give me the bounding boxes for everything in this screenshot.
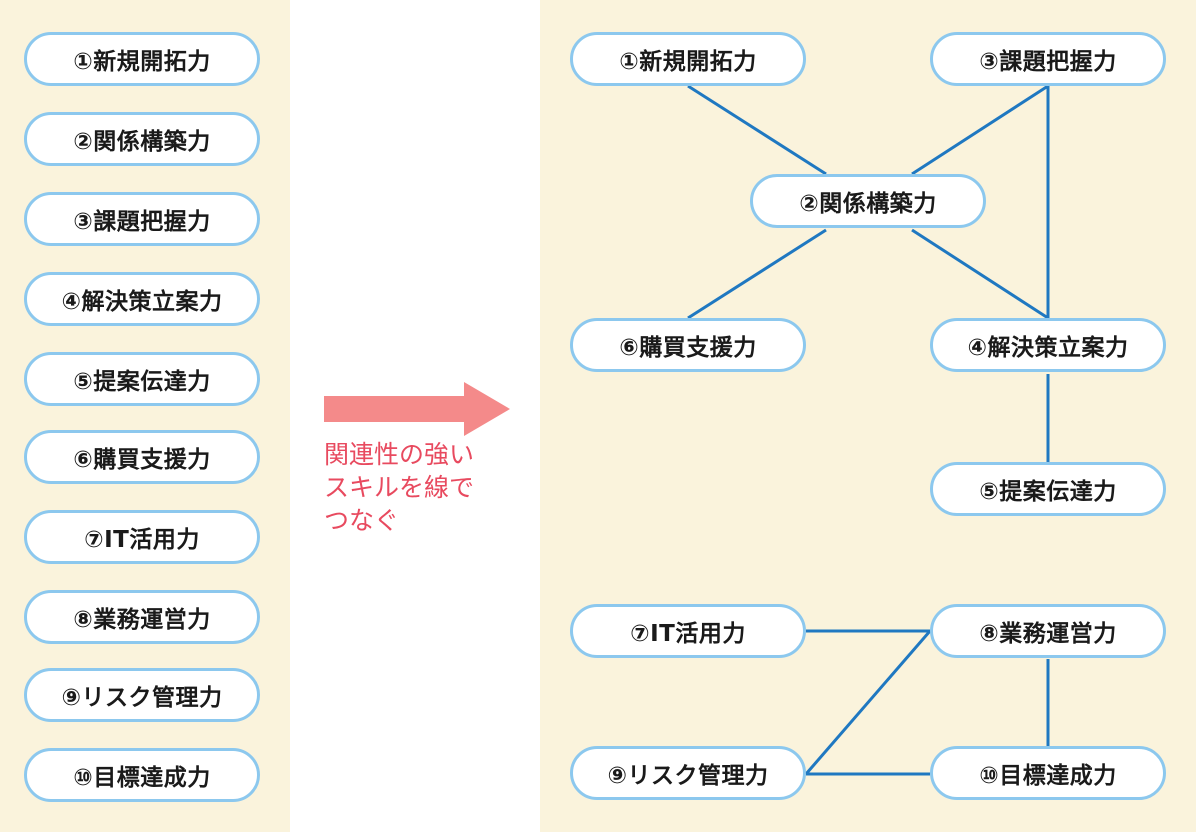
skill-list-item: ⑦IT活用力	[24, 510, 260, 564]
skill-map-panel	[540, 0, 1196, 832]
skill-list-item: ⑩目標達成力	[24, 748, 260, 802]
caption-line: スキルを線で	[324, 473, 475, 502]
skill-list-item: ②関係構築力	[24, 112, 260, 166]
arrow-caption: 関連性の強い スキルを線で つなぐ	[324, 438, 524, 537]
link-n2-n6	[687, 228, 827, 320]
node-n6: ⑥購買支援力	[570, 318, 806, 372]
skill-list-item: ④解決策立案力	[24, 272, 260, 326]
node-n5: ⑤提案伝達力	[930, 462, 1166, 516]
node-n3: ③課題把握力	[930, 32, 1166, 86]
skill-list-item: ⑨リスク管理力	[24, 668, 260, 722]
node-n1: ①新規開拓力	[570, 32, 806, 86]
skill-list-item: ⑥購買支援力	[24, 430, 260, 484]
link-n1-n2	[687, 84, 827, 176]
node-n9: ⑨リスク管理力	[570, 746, 806, 800]
skill-list-item: ⑧業務運営力	[24, 590, 260, 644]
link-n3-n2	[911, 84, 1049, 176]
skill-list-item: ③課題把握力	[24, 192, 260, 246]
caption-line: つなぐ	[324, 506, 400, 535]
skill-list-item: ⑤提案伝達力	[24, 352, 260, 406]
link-n8-n9	[804, 630, 932, 775]
node-n4: ④解決策立案力	[930, 318, 1166, 372]
link-n2-n4	[911, 228, 1049, 320]
node-n7: ⑦IT活用力	[570, 604, 806, 658]
node-n8: ⑧業務運営力	[930, 604, 1166, 658]
skill-list-item: ①新規開拓力	[24, 32, 260, 86]
right-arrow-icon	[324, 382, 510, 436]
node-n10: ⑩目標達成力	[930, 746, 1166, 800]
caption-line: 関連性の強い	[324, 440, 475, 469]
node-n2: ②関係構築力	[750, 174, 986, 228]
